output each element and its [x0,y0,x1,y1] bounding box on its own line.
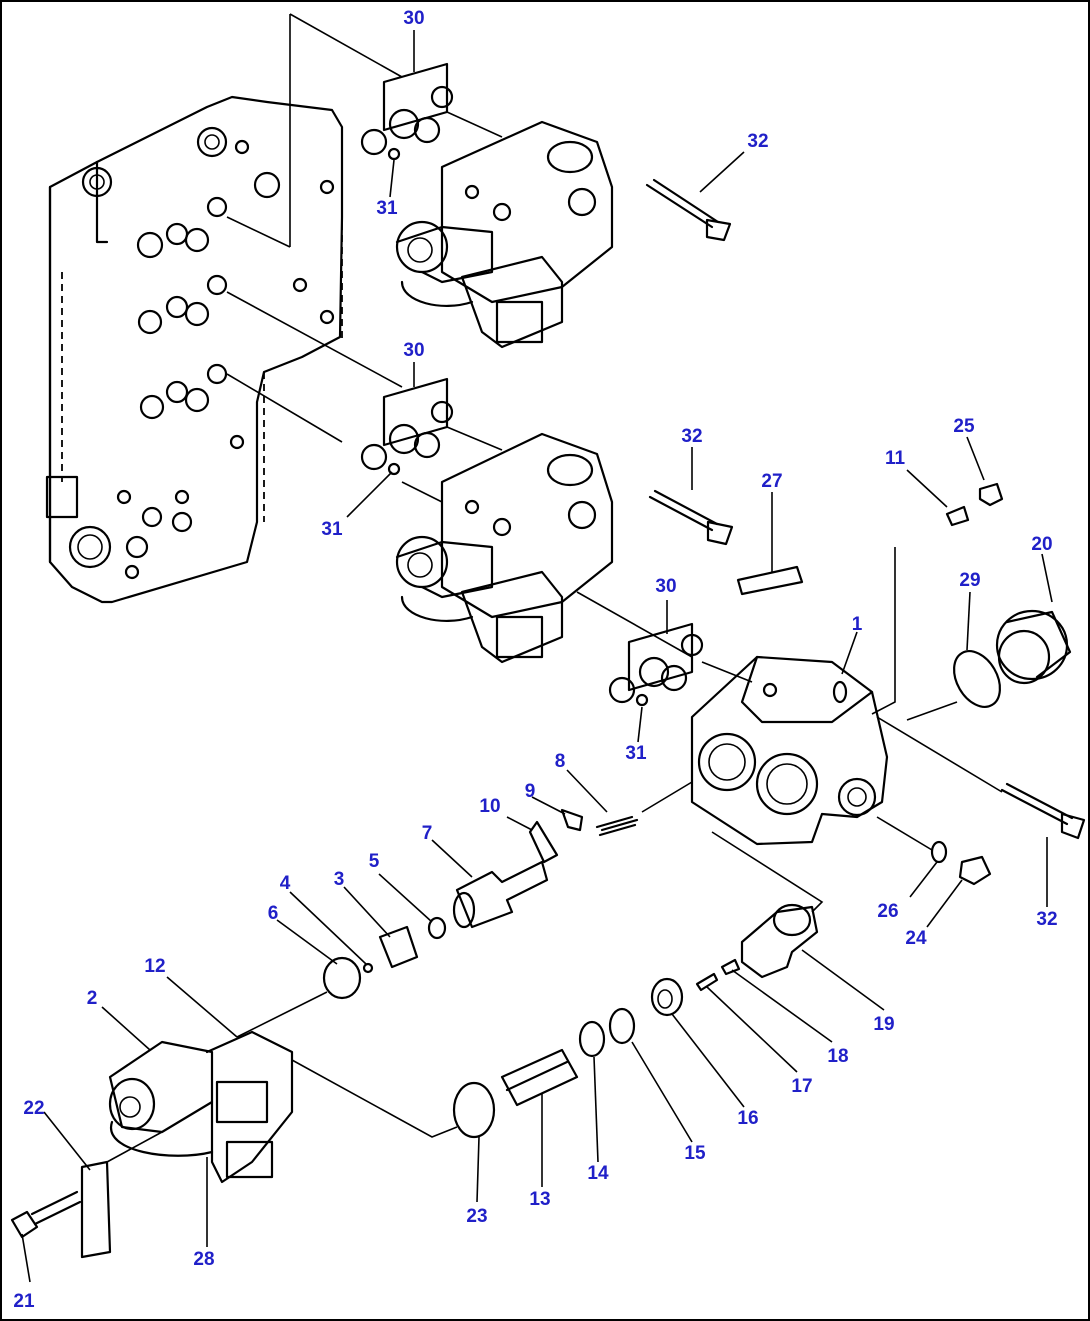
callout: 2 [87,988,98,1009]
pin-17 [695,972,719,992]
callout: 5 [369,851,380,872]
callout: 29 [959,570,980,591]
callout: 18 [827,1046,848,1067]
plug-25 [978,482,1004,507]
callout: 9 [525,781,536,802]
callout: 22 [23,1098,44,1119]
callout: 12 [144,956,165,977]
callout: 19 [873,1014,894,1035]
ball-4 [362,962,374,974]
part-18 [720,958,741,976]
valve-body [45,95,344,604]
bolt-upper [645,178,732,242]
ring-14 [578,1020,606,1058]
part-10 [528,820,559,864]
callout: 31 [321,519,343,540]
callout: 7 [422,823,433,844]
callout: 20 [1031,534,1052,555]
callout: 27 [761,471,782,492]
solenoid-valve-upper [395,120,614,349]
callout: 11 [885,448,906,469]
valve-housing [690,655,889,846]
o-ring-6 [322,956,362,1000]
o-ring-5 [427,916,447,940]
callout: 14 [587,1163,609,1184]
callout: 25 [953,416,975,437]
callout: 28 [193,1249,214,1270]
gasket-lower [608,622,704,707]
callout: 30 [403,340,424,361]
bracket-22 [80,1160,112,1259]
callout: 30 [655,576,676,597]
valve-19 [740,903,819,979]
callout: 10 [479,796,500,817]
spring-8 [595,815,639,837]
gasket-upper [360,62,454,161]
callout: 3 [334,869,345,890]
bolt-middle [648,489,734,546]
callout-labels: 30 31 32 30 31 32 27 11 25 20 29 1 30 31… [13,8,1057,1312]
plug-24 [958,855,992,886]
callout: 32 [681,426,702,447]
plug-3 [378,925,419,969]
callout: 16 [737,1108,758,1129]
callout: 15 [684,1143,706,1164]
callout: 32 [1036,909,1057,930]
callout: 21 [13,1291,35,1312]
callout: 31 [376,198,398,219]
ring-15 [608,1007,636,1045]
bolt-21 [10,1190,82,1239]
bolt-lower [1000,782,1086,840]
callout: 31 [625,743,647,764]
callout: 6 [268,903,279,924]
o-ring-23 [452,1081,496,1139]
callout: 24 [905,928,927,949]
label-plate [736,565,804,596]
cap-20 [995,609,1072,685]
part-16 [650,977,684,1017]
callout: 23 [466,1206,487,1227]
solenoid-2 [108,1030,294,1184]
callout: 4 [280,873,291,894]
solenoid-valve-middle [395,432,614,664]
spool-7 [452,860,549,929]
assembly-lines [106,13,1003,1163]
callout: 32 [747,131,768,152]
callout: 1 [852,614,863,635]
callout: 13 [529,1189,550,1210]
leader-lines [21,30,1053,1283]
part-9 [560,808,584,832]
callout: 26 [877,901,898,922]
o-ring-29 [952,650,1002,708]
plug-11 [945,505,970,527]
callout: 17 [791,1076,812,1097]
gasket-middle [360,377,454,476]
callout: 30 [403,8,424,29]
callout: 8 [555,751,566,772]
spring-13 [500,1048,579,1107]
o-ring-26 [930,840,948,864]
